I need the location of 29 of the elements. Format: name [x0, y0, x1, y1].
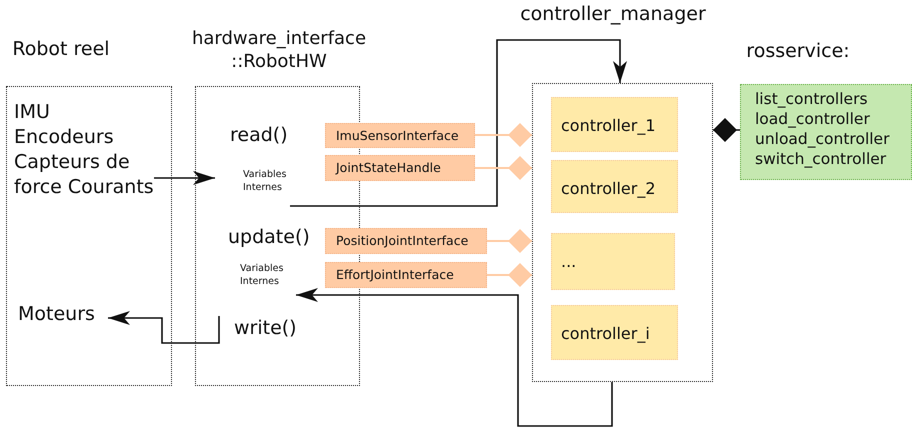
controller-box: controller_1 [551, 97, 678, 152]
arrow [296, 288, 613, 427]
box-heading: controller_manager [519, 3, 707, 27]
note-text: Variables Internes [240, 262, 284, 288]
interface-box: PositionJointInterface [325, 228, 487, 254]
actuator-label: Moteurs [18, 302, 108, 332]
composition-connector [487, 263, 532, 287]
box-heading: rosservice: [745, 40, 851, 64]
service-list-box: list_controllers load_controller unload_controller switch_controller [740, 84, 912, 180]
box-heading: Robot reel [11, 38, 111, 62]
function-label: update() [228, 226, 310, 248]
composition-connector [475, 123, 532, 147]
note-text: Variables Internes [243, 168, 288, 194]
arrow [108, 311, 220, 344]
box-heading: hardware_interface ::RobotHW [190, 28, 368, 74]
composition-connector [475, 156, 532, 180]
composition-connector [487, 229, 532, 253]
function-label: write() [212, 302, 312, 350]
interface-box: EffortJointInterface [325, 262, 487, 288]
interface-box: JointStateHandle [325, 155, 475, 181]
controller-box: controller_2 [551, 160, 678, 213]
sensor-list: IMU Encodeurs Capteurs de force Courants [14, 100, 154, 232]
function-label: read() [230, 124, 288, 146]
interface-box: ImuSensorInterface [325, 123, 475, 148]
arrow [154, 171, 215, 185]
controller-box: controller_i [551, 305, 678, 360]
composition-connector [713, 118, 740, 142]
arrow [290, 39, 627, 207]
controller-box: ... [551, 233, 675, 290]
